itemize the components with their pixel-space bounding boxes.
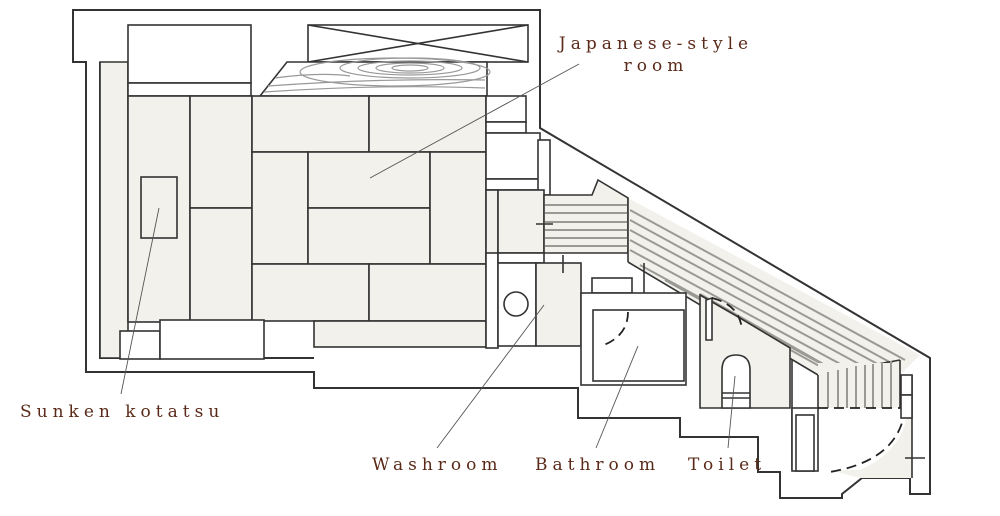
- bottom-left-storage: [119, 319, 265, 360]
- label-japanese-room-line1: Japanese-style: [558, 34, 754, 54]
- label-bathroom: Bathroom: [535, 455, 661, 475]
- label-japanese-room-line2: room: [623, 56, 689, 76]
- washroom: [497, 255, 582, 347]
- sunken-kotatsu: [140, 176, 178, 239]
- tatami-mats: [127, 95, 487, 348]
- label-toilet: Toilet: [688, 455, 767, 475]
- entry: [818, 374, 925, 478]
- corridor: [485, 95, 551, 349]
- bathroom: [580, 263, 687, 386]
- label-sunken-kotatsu: Sunken kotatsu: [20, 402, 225, 422]
- label-japanese-style-room: Japanese-style room: [548, 33, 764, 77]
- toilet-room: [699, 293, 819, 472]
- diagonal-corridor: [627, 198, 920, 408]
- leader-lines: [120, 63, 736, 449]
- left-floor: [99, 61, 129, 359]
- tokonoma-wood: [258, 57, 491, 97]
- label-washroom: Washroom: [372, 455, 503, 475]
- hall-floor: [497, 178, 629, 264]
